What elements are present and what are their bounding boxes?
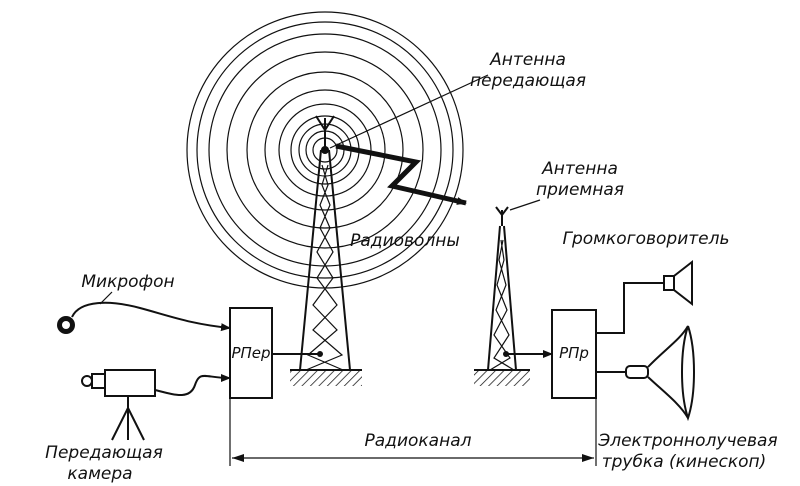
loudspeaker-label: Громкоговоритель	[563, 229, 730, 249]
loudspeaker-icon	[596, 259, 693, 334]
crt-label-2: трубка (кинескоп)	[602, 452, 767, 472]
radio-channel-label: Радиоканал	[365, 431, 472, 451]
receiver-block: РПр	[503, 309, 597, 399]
tx-antenna-pointer	[329, 74, 489, 149]
tx-antenna-label-2: передающая	[470, 71, 586, 91]
radio-channel-span	[229, 398, 597, 466]
microphone-icon	[57, 301, 231, 334]
transmitter-label: РПер	[231, 344, 270, 362]
transmitter-block: РПер	[229, 307, 323, 399]
camera-label-1: Передающая	[45, 443, 163, 463]
camera-label-2: камера	[67, 464, 132, 484]
crt-icon	[596, 325, 695, 422]
tx-antenna-label-1: Антенна	[489, 50, 566, 70]
microphone-label: Микрофон	[81, 272, 174, 292]
rx-antenna-label-1: Антенна	[541, 159, 618, 179]
transmitting-tower	[290, 115, 362, 386]
crt-label-1: Электроннолучевая	[597, 431, 777, 451]
rx-antenna-label-2: приемная	[536, 180, 624, 200]
radio-wave-arrow	[335, 143, 467, 206]
rx-antenna-pointer	[509, 199, 541, 211]
radio-waves-rings	[186, 11, 464, 289]
receiver-label: РПр	[559, 344, 589, 362]
camera-icon	[81, 369, 231, 441]
radio-waves-label: Радиоволны	[350, 231, 460, 251]
receiving-tower	[474, 206, 530, 386]
microphone-pointer	[99, 291, 113, 305]
